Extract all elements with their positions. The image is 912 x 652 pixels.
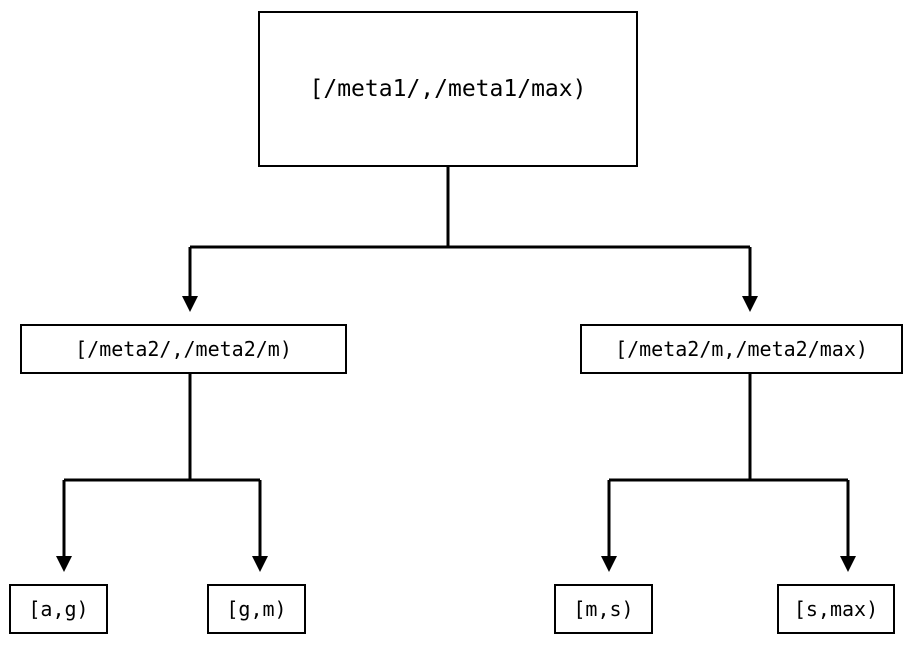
tree-node-leaf-1[interactable]: [a,g) [9,584,108,634]
arrowhead-mid-right-to-leaf-3 [601,556,617,572]
tree-node-mid-left-label: [/meta2/,/meta2/m) [75,337,292,361]
arrowhead-mid-left-to-leaf-2 [252,556,268,572]
tree-node-root[interactable]: [/meta1/,/meta1/max) [258,11,638,167]
tree-node-leaf-3-label: [m,s) [573,597,634,621]
tree-node-leaf-4[interactable]: [s,max) [777,584,895,634]
tree-node-leaf-2-label: [g,m) [226,597,287,621]
tree-node-leaf-3[interactable]: [m,s) [554,584,653,634]
tree-node-mid-left[interactable]: [/meta2/,/meta2/m) [20,324,347,374]
arrowhead-root-to-mid-left [182,296,198,312]
tree-node-leaf-4-label: [s,max) [793,597,879,621]
tree-node-leaf-2[interactable]: [g,m) [207,584,306,634]
arrowhead-mid-left-to-leaf-1 [56,556,72,572]
arrowhead-root-to-mid-right [742,296,758,312]
tree-node-root-label: [/meta1/,/meta1/max) [309,75,587,102]
tree-node-mid-right[interactable]: [/meta2/m,/meta2/max) [580,324,903,374]
arrowhead-mid-right-to-leaf-4 [840,556,856,572]
tree-node-leaf-1-label: [a,g) [28,597,89,621]
tree-node-mid-right-label: [/meta2/m,/meta2/max) [615,337,868,361]
